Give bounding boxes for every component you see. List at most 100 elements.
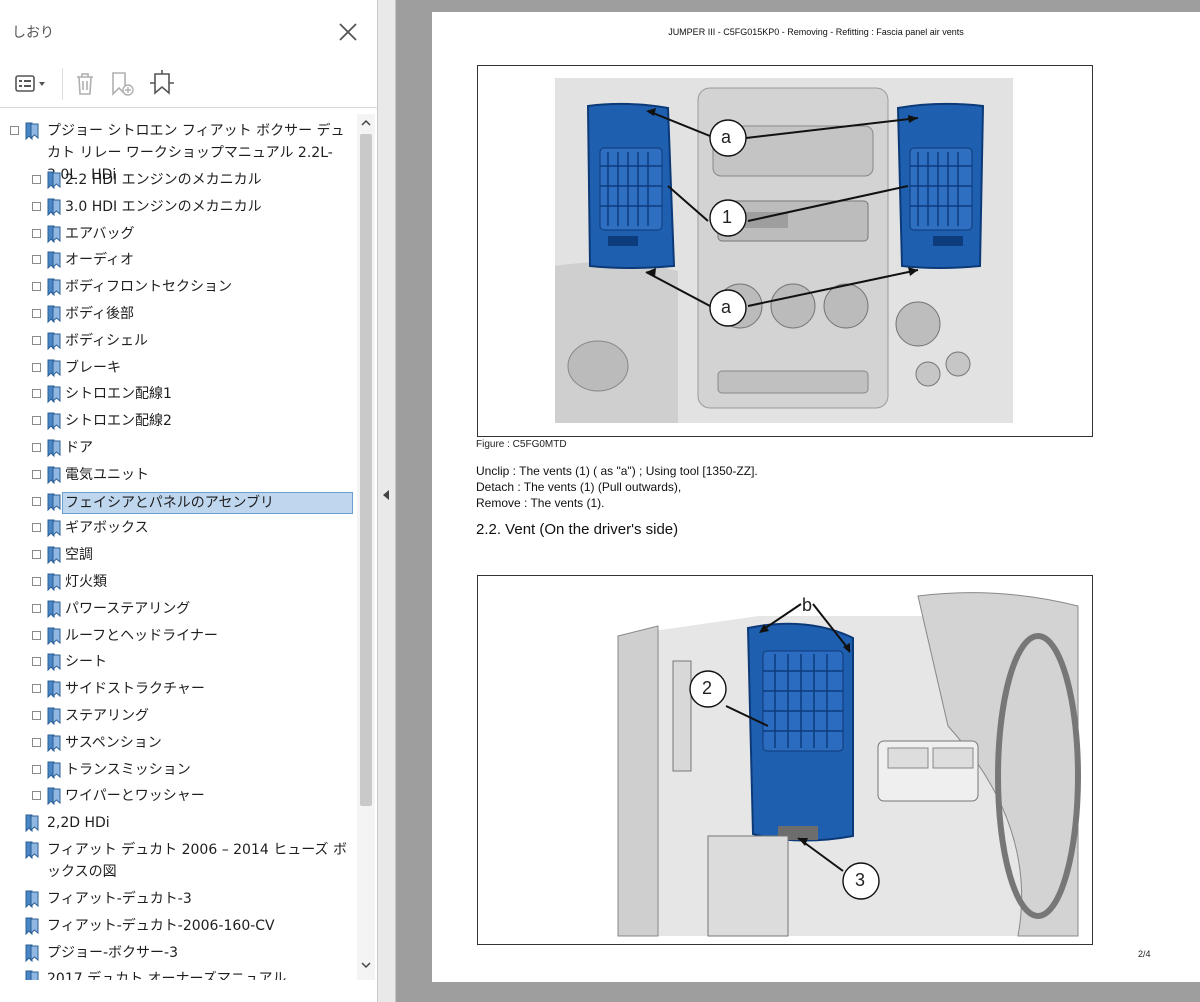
bookmark-item[interactable]: 灯火類	[0, 569, 357, 595]
expand-toggle-icon[interactable]	[32, 228, 41, 238]
expand-toggle-icon[interactable]	[32, 282, 41, 292]
bookmark-label: トランスミッション	[65, 761, 191, 778]
bookmark-item[interactable]: ワイパーとワッシャー	[0, 783, 357, 809]
figure-dashboard-vents: a 1 a	[477, 65, 1093, 437]
bookmark-icon	[47, 385, 61, 404]
bookmark-item[interactable]: エアバッグ	[0, 221, 357, 247]
bookmark-item[interactable]: サスペンション	[0, 730, 357, 756]
expand-toggle-icon[interactable]	[32, 684, 41, 694]
bookmark-search-icon	[150, 70, 174, 95]
bookmark-item[interactable]: 電気ユニット	[0, 462, 357, 488]
expand-toggle-icon[interactable]	[32, 362, 41, 372]
bookmark-item[interactable]: シトロエン配線1	[0, 381, 357, 407]
bookmark-item[interactable]: 2,2D HDi	[0, 810, 357, 836]
find-current-bookmark-button[interactable]	[146, 68, 178, 100]
expand-toggle-icon[interactable]	[32, 389, 41, 399]
bookmark-item[interactable]: ギアボックス	[0, 515, 357, 541]
bookmark-icon	[47, 734, 61, 753]
expand-toggle-icon[interactable]	[32, 335, 41, 345]
bookmark-icon	[47, 466, 61, 485]
bookmark-item[interactable]: プジョー-ボクサー-3	[0, 940, 357, 966]
expand-toggle-icon[interactable]	[32, 469, 41, 479]
bookmark-item[interactable]: フィアット-デュカト-3	[0, 886, 357, 912]
document-viewer[interactable]: JUMPER III - C5FG015KP0 - Removing - Ref…	[396, 0, 1200, 1002]
scroll-thumb[interactable]	[360, 134, 372, 806]
new-bookmark-button[interactable]	[108, 68, 136, 100]
bookmark-item[interactable]: ボディ後部	[0, 301, 357, 327]
bookmark-item[interactable]: ステアリング	[0, 703, 357, 729]
expand-toggle-icon[interactable]	[32, 764, 41, 774]
bookmark-item[interactable]: 2.2 HDI エンジンのメカニカル	[0, 167, 357, 193]
bookmark-label: パワーステアリング	[65, 600, 191, 617]
bookmark-item[interactable]: 3.0 HDI エンジンのメカニカル	[0, 194, 357, 220]
bookmark-label: シトロエン配線2	[65, 413, 172, 430]
bookmark-label: 灯火類	[65, 574, 107, 590]
bookmark-icon	[47, 761, 61, 779]
bookmark-item[interactable]: パワーステアリング	[0, 596, 357, 622]
expand-toggle-icon[interactable]	[32, 603, 41, 613]
bookmark-icon	[47, 600, 61, 619]
bookmark-toolbar	[0, 62, 378, 108]
expand-toggle-icon[interactable]	[32, 523, 41, 533]
dashboard-vents-illustration	[555, 78, 1013, 423]
bookmark-item[interactable]: プジョー シトロエン フィアット ボクサー デュカト リレー ワークショップマニ…	[0, 118, 357, 183]
bookmark-item[interactable]: サイドストラクチャー	[0, 676, 357, 702]
expand-toggle-icon[interactable]	[32, 201, 41, 211]
expand-toggle-icon[interactable]	[10, 126, 19, 135]
trash-icon	[77, 73, 93, 95]
pdf-page: JUMPER III - C5FG015KP0 - Removing - Ref…	[432, 12, 1200, 982]
expand-toggle-icon[interactable]	[32, 443, 41, 452]
bookmark-item[interactable]: ボディシェル	[0, 328, 357, 354]
expand-toggle-icon[interactable]	[32, 309, 41, 318]
bookmark-label: ボディシェル	[65, 332, 149, 349]
figure1-caption: Figure : C5FG0MTD	[476, 439, 567, 450]
bookmark-icon	[47, 412, 61, 431]
bookmark-item[interactable]: ドア	[0, 435, 357, 461]
bookmark-item[interactable]: フェイシアとパネルのアセンブリ	[0, 489, 357, 515]
expand-toggle-icon[interactable]	[32, 791, 41, 801]
bookmark-icon	[25, 944, 39, 962]
bookmark-item[interactable]: 空調	[0, 542, 357, 568]
expand-toggle-icon[interactable]	[32, 737, 41, 747]
bookmark-icon	[47, 251, 61, 270]
expand-toggle-icon[interactable]	[32, 175, 41, 184]
scroll-down-button[interactable]	[357, 956, 375, 974]
bookmark-label: シート	[65, 654, 107, 671]
bookmark-item[interactable]: フィアット デュカト 2006 – 2014 ヒューズ ボックスの図	[0, 837, 357, 883]
expand-toggle-icon[interactable]	[32, 577, 41, 586]
bookmark-scrollbar[interactable]	[357, 114, 375, 980]
panel-splitter[interactable]	[378, 0, 396, 1002]
close-panel-button[interactable]	[335, 19, 361, 45]
expand-toggle-icon[interactable]	[32, 711, 41, 720]
expand-toggle-icon[interactable]	[32, 657, 41, 667]
bookmark-item[interactable]: トランスミッション	[0, 757, 357, 783]
bookmark-label: ボディ後部	[65, 306, 135, 322]
expand-toggle-icon[interactable]	[32, 550, 41, 560]
bookmark-item[interactable]: オーディオ	[0, 247, 357, 273]
expand-toggle-icon[interactable]	[32, 255, 41, 265]
bookmark-label: フェイシアとパネルのアセンブリ	[62, 491, 353, 514]
expand-toggle-icon[interactable]	[32, 496, 41, 506]
bookmark-item[interactable]: ボディフロントセクション	[0, 274, 357, 300]
collapse-panel-arrow-icon[interactable]	[383, 490, 389, 500]
figure2-label-2: 2	[702, 678, 713, 698]
bookmark-item[interactable]: ルーフとヘッドライナー	[0, 623, 357, 649]
expand-toggle-icon[interactable]	[32, 416, 41, 426]
bookmark-icon	[25, 814, 39, 833]
instruction-detach: Detach : The vents (1) (Pull outwards),	[476, 480, 682, 494]
bookmark-icon	[47, 519, 61, 538]
bookmark-item[interactable]: 2017 デュカト オーナーズマニュアル	[0, 966, 357, 980]
bookmark-icon	[47, 198, 61, 217]
bookmark-item[interactable]: ブレーキ	[0, 355, 357, 381]
bookmark-item[interactable]: シトロエン配線2	[0, 408, 357, 434]
expand-toggle-icon[interactable]	[32, 630, 41, 640]
bookmark-item[interactable]: シート	[0, 649, 357, 675]
scroll-up-button[interactable]	[357, 114, 375, 132]
figure2-label-b: b	[802, 595, 813, 615]
delete-bookmark-button[interactable]	[72, 68, 98, 100]
section-title: 2.2. Vent (On the driver's side)	[476, 521, 679, 538]
toolbar-divider	[62, 68, 63, 100]
bookmark-options-button[interactable]	[14, 68, 50, 100]
bookmark-item[interactable]: フィアット-デュカト-2006-160-CV	[0, 913, 357, 939]
figure1-label-a-bottom: a	[721, 297, 732, 317]
